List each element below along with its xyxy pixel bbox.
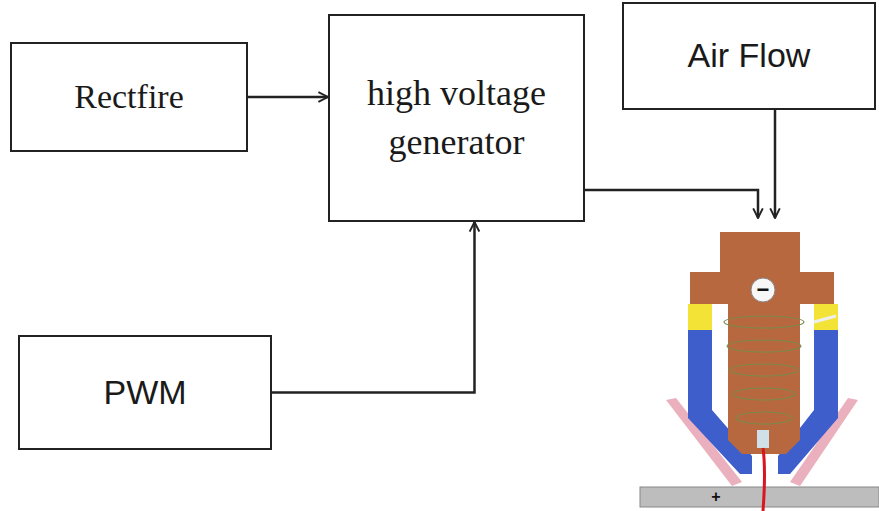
rectifier-box: Rectfire xyxy=(10,42,248,152)
generator-box: high voltage generator xyxy=(328,14,585,222)
workpiece xyxy=(640,487,879,507)
box-label: high voltage generator xyxy=(330,69,583,166)
box-label: PWM xyxy=(89,370,200,416)
power-wire xyxy=(585,190,758,218)
polarity-plus: + xyxy=(711,489,720,505)
electrode-tip xyxy=(757,430,769,448)
box-label: Rectfire xyxy=(60,74,198,120)
box-label: Air Flow xyxy=(674,33,825,79)
connector-arrow xyxy=(248,96,328,99)
plasma-arc xyxy=(763,448,765,511)
pwm-box: PWM xyxy=(18,335,272,450)
gas-inlet xyxy=(814,316,836,322)
air-flow-box: Air Flow xyxy=(622,2,876,110)
connector-arrow xyxy=(272,222,474,393)
electrode-body xyxy=(690,232,834,454)
polarity-minus: − xyxy=(757,279,770,301)
air-flow-arrow xyxy=(774,110,777,218)
swirl-coil xyxy=(724,316,804,424)
insulator xyxy=(814,304,838,330)
polarity-circle xyxy=(751,278,775,302)
insulator xyxy=(688,304,712,330)
